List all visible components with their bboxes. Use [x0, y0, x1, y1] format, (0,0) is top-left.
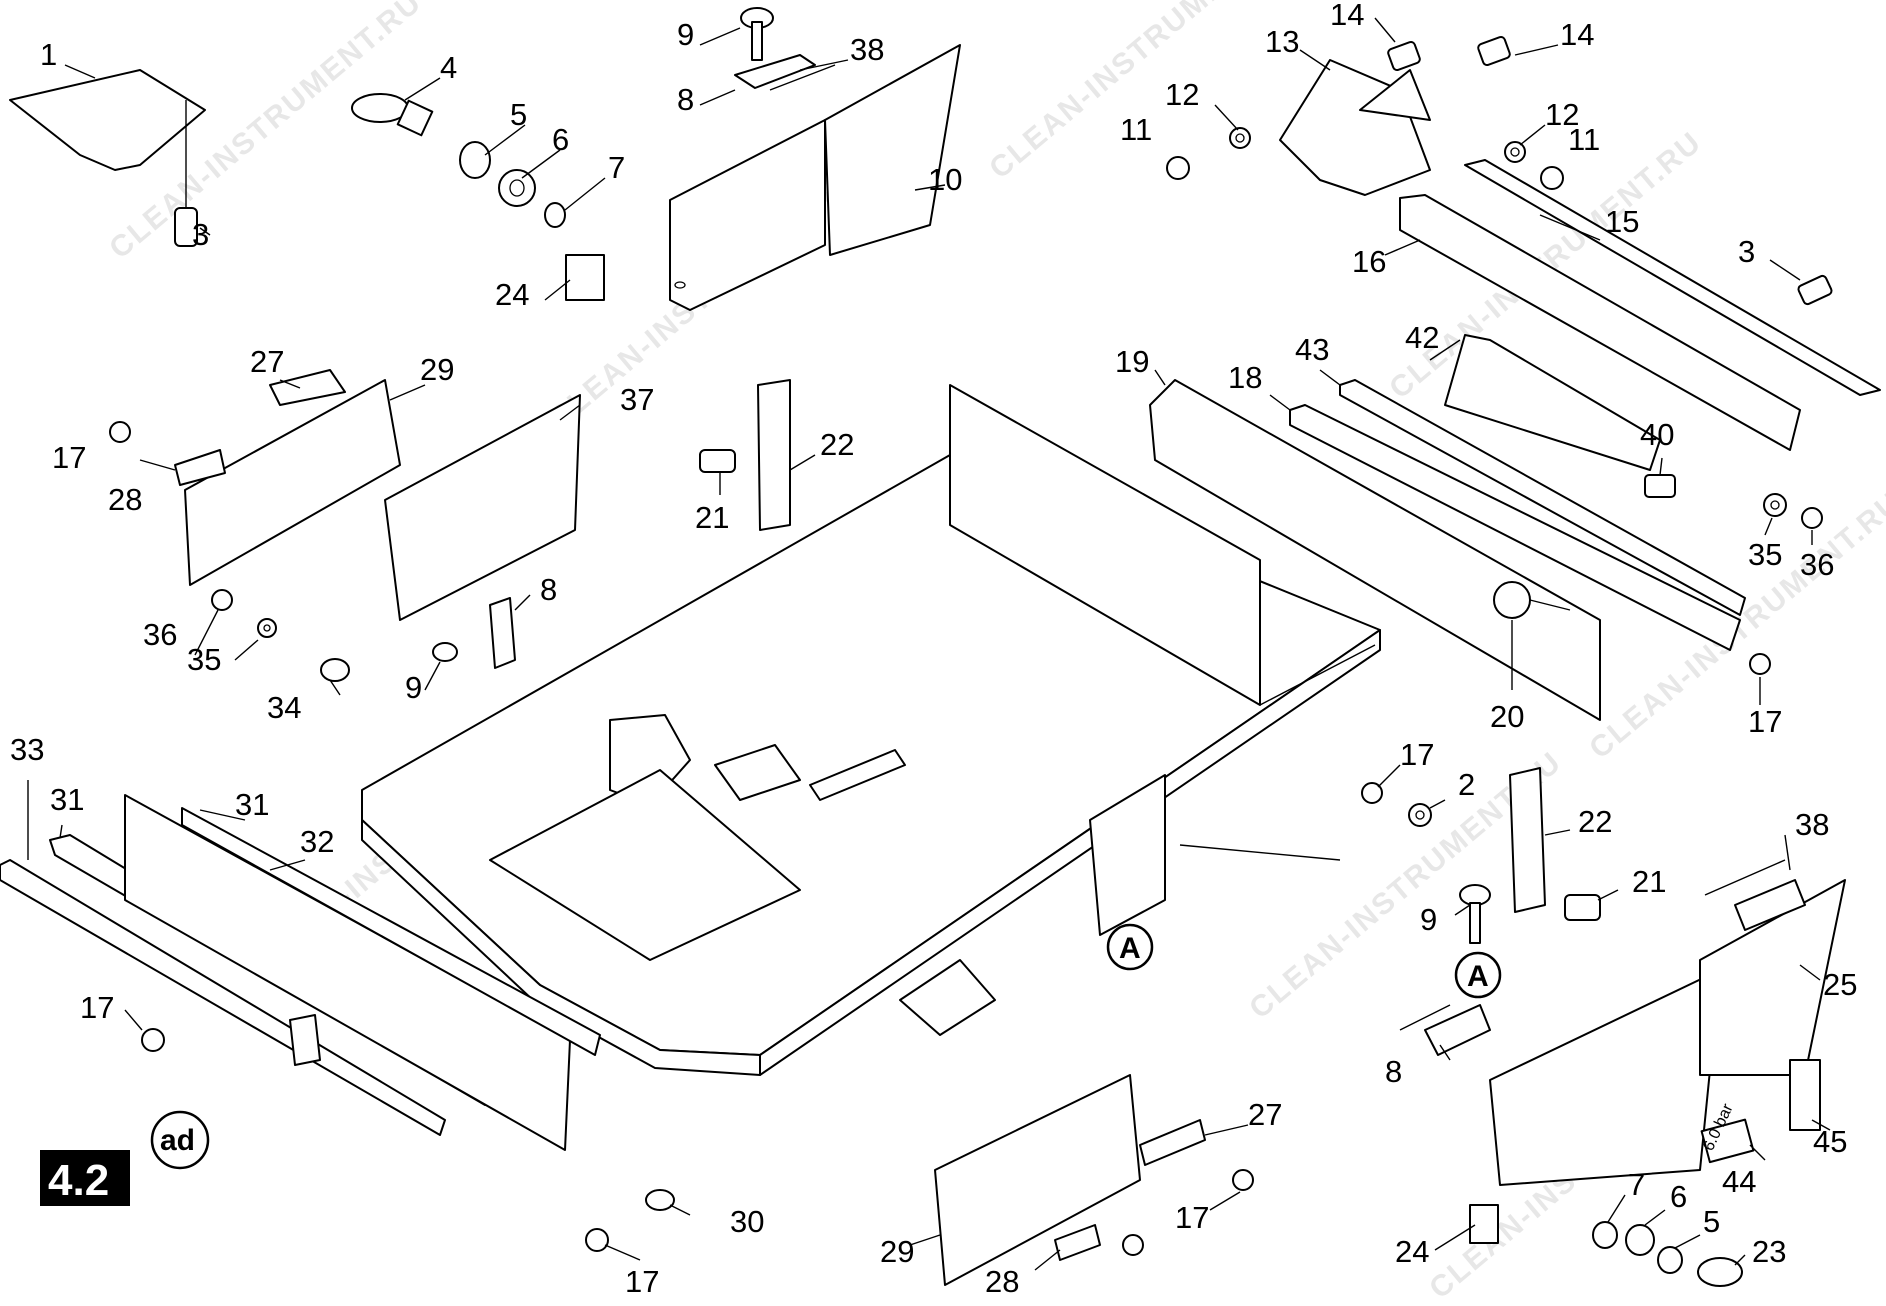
part-callout: 36: [1800, 547, 1834, 582]
part-callout: 9: [1420, 902, 1437, 937]
part-callout: 20: [1490, 699, 1524, 734]
section-number-box: 4.2: [40, 1150, 130, 1206]
part-callout: 33: [10, 732, 44, 767]
part-callout: 29: [420, 352, 454, 387]
part-callout: 37: [620, 382, 654, 417]
part-callout: 24: [1395, 1234, 1429, 1269]
leader-lines: [27, 17, 1831, 1271]
part-callout: 12: [1545, 97, 1579, 132]
part-callout: 12: [1165, 77, 1199, 112]
strip: [1399, 194, 1801, 451]
part-callout: 3: [1738, 234, 1755, 269]
top-hinge-panel: [669, 7, 961, 311]
detail-marker-text: ad: [160, 1124, 195, 1157]
part-callout: 11: [1568, 122, 1600, 157]
part-callout: 31: [235, 787, 269, 822]
part-callout: 18: [1228, 360, 1262, 395]
part-callout: 8: [677, 82, 694, 117]
part-callout: 9: [677, 17, 694, 52]
bottom-left-rails: [0, 794, 675, 1252]
part-callout: 23: [1752, 1234, 1786, 1269]
part-callout: 2: [1458, 767, 1475, 802]
part-callout: 16: [1352, 244, 1386, 279]
part-callout: 43: [1295, 332, 1329, 367]
part-callout: 14: [1330, 0, 1364, 32]
part-callout: 10: [928, 162, 962, 197]
part-callout: 38: [850, 32, 884, 67]
part-callout: 7: [608, 150, 625, 185]
cover-plate: [9, 69, 206, 171]
part-callout: 13: [1265, 24, 1299, 59]
part-callout: 6: [1670, 1179, 1687, 1214]
part-callout: 17: [80, 990, 114, 1025]
part-callout: 34: [267, 690, 301, 725]
part-callout: 8: [1385, 1054, 1402, 1089]
detail-marker-ad: ad: [150, 1110, 210, 1170]
part-callout: 17: [1175, 1200, 1209, 1235]
part-callout: 35: [1748, 537, 1782, 572]
part-callout: 5: [510, 97, 527, 132]
part-callout: 24: [495, 277, 529, 312]
part-callout: 1: [40, 37, 57, 72]
part-callout: 9: [405, 670, 422, 705]
detail-marker-a-1: A: [1106, 923, 1154, 971]
part-callout: 21: [695, 500, 729, 535]
part-callout: 29: [880, 1234, 914, 1269]
detail-marker-text: A: [1119, 932, 1141, 965]
part-callout: 17: [1400, 737, 1434, 772]
part-callout: 17: [1748, 704, 1782, 739]
part-callout: 45: [1813, 1124, 1847, 1159]
part-callout: 22: [820, 427, 854, 462]
bottom-center-panels: [934, 1074, 1254, 1286]
part-callout: 32: [300, 824, 334, 859]
lift-pin-assembly: [351, 93, 605, 301]
part-callout: 27: [250, 344, 284, 379]
part-callout: 21: [1632, 864, 1666, 899]
left-side-panels: [109, 369, 581, 682]
part-callout: 6: [552, 122, 569, 157]
part-callout: 25: [1823, 967, 1857, 1002]
bracket-assembly: [1166, 36, 1564, 196]
part-callout: 30: [730, 1204, 764, 1239]
chassis-frame: [361, 384, 1381, 1076]
part-callout: 28: [108, 482, 142, 517]
part-callout: 19: [1115, 344, 1149, 379]
watermark-text: CLEAN-INSTRUMENT.RU: [983, 0, 1308, 185]
part-callout: 17: [625, 1264, 659, 1299]
part-callout: 14: [1560, 17, 1594, 52]
part-callout: 35: [187, 642, 221, 677]
part-callout: 27: [1248, 1097, 1282, 1132]
part-callout: 8: [540, 572, 557, 607]
right-side-parts: [1149, 334, 1823, 721]
part-callout: 5: [1703, 1204, 1720, 1239]
part-callout: 36: [143, 617, 177, 652]
part-callout: 40: [1640, 417, 1674, 452]
part-callout: 31: [50, 782, 84, 817]
part-callout: 38: [1795, 807, 1829, 842]
part-callout: 7: [1628, 1167, 1645, 1202]
bracket: [757, 379, 791, 531]
part-callout: 4: [440, 50, 457, 85]
part-callout: 44: [1722, 1164, 1756, 1199]
part-callout: 42: [1405, 320, 1439, 355]
detail-marker-text: A: [1467, 960, 1489, 993]
part-callout: 3: [192, 217, 209, 252]
pressure-label: [1700, 1118, 1755, 1164]
part-callout: 17: [52, 440, 86, 475]
screw: [1797, 274, 1833, 306]
part-callout: 15: [1605, 204, 1639, 239]
warning-label: [1789, 1059, 1821, 1131]
strip: [1464, 159, 1881, 396]
bottom-right-parts: 6.0 bar: [1361, 767, 1846, 1287]
part-callout: 28: [985, 1264, 1019, 1299]
part-callout: 11: [1120, 112, 1152, 147]
part-callout: 22: [1578, 804, 1612, 839]
section-number: 4.2: [48, 1156, 109, 1205]
detail-marker-a-2: A: [1454, 951, 1502, 999]
bolt: [699, 449, 736, 473]
